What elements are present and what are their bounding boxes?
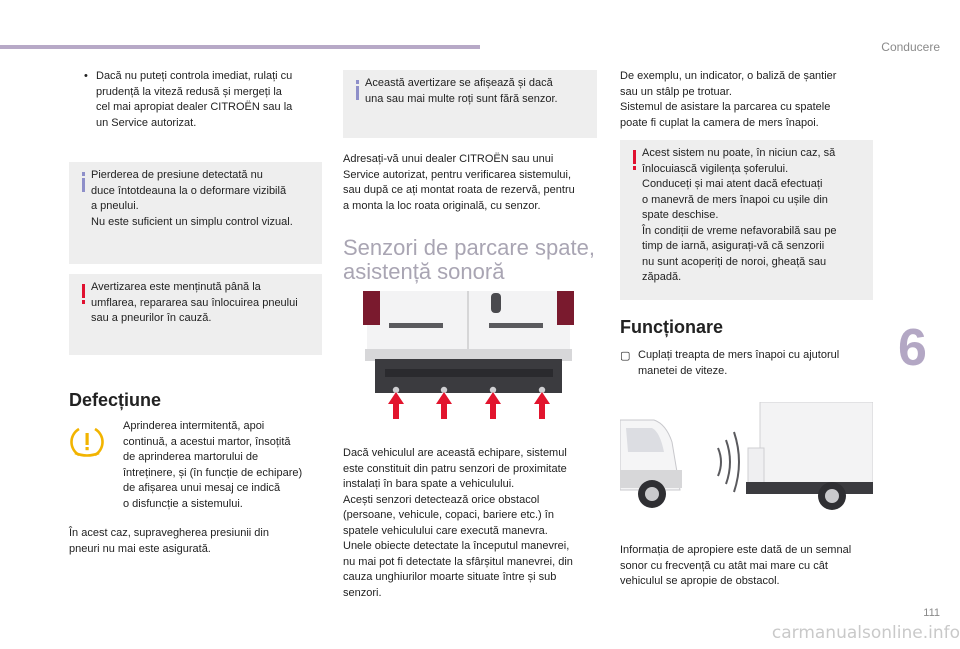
reverse-approach-illustration xyxy=(620,402,873,523)
warning-box-vigilance: Acest sistem nu poate, în niciun caz, să… xyxy=(620,140,873,300)
function-heading: Funcționare xyxy=(620,317,724,337)
bullet-dot: • xyxy=(84,70,88,82)
warning-box-text: Avertizarea este menținută până la umfla… xyxy=(91,281,298,324)
example-text: De exemplu, un indicator, o baliză de șa… xyxy=(620,70,837,129)
exclamation-icon xyxy=(633,150,636,170)
info-box-text: Pierderea de presiune detectată nu duce … xyxy=(91,169,293,228)
van-rear-sensors-illustration xyxy=(361,291,576,420)
warning-box-text: Acest sistem nu poate, în niciun caz, să… xyxy=(642,147,837,283)
info-box-text: Această avertizare se afișează și dacă u… xyxy=(365,77,558,105)
fault-text: Aprinderea intermitentă, apoi continuă, … xyxy=(123,420,303,510)
fault-heading: Defecțiune xyxy=(69,390,162,410)
bullet-item: • Dacă nu puteți controla imediat, rulaț… xyxy=(84,69,324,131)
dealer-text: Adresați-vă unui dealer CITROËN sau unui… xyxy=(343,153,575,212)
info-icon xyxy=(356,80,359,100)
step-arrow-icon: ▢ xyxy=(620,350,631,362)
info-box-sensor: Această avertizare se afișează și dacă u… xyxy=(343,70,597,138)
approach-signal-text: Informația de apropiere este dată de un … xyxy=(620,544,852,587)
exclamation-icon xyxy=(82,284,85,304)
info-icon xyxy=(82,172,85,192)
fault-closing-text: În acest caz, supravegherea presiunii di… xyxy=(69,527,269,555)
watermark: carmanualsonline.info xyxy=(771,623,960,643)
tyre-pressure-warning-icon xyxy=(70,427,104,457)
page-number: 111 xyxy=(923,607,940,619)
bullet-text: Dacă nu puteți controla imediat, rulați … xyxy=(96,70,293,129)
function-step-text: Cuplați treapta de mers înapoi cu ajutor… xyxy=(638,349,840,377)
chapter-number: 6 xyxy=(898,319,927,377)
parking-sensors-body: Dacă vehiculul are această echipare, sis… xyxy=(343,447,573,599)
info-box-pressure: Pierderea de presiune detectată nu duce … xyxy=(69,162,322,264)
top-accent-bar xyxy=(0,45,480,49)
warning-box-alert: Avertizarea este menținută până la umfla… xyxy=(69,274,322,355)
section-title: Conducere xyxy=(881,40,940,54)
parking-sensors-heading: Senzori de parcare spate, asistență sono… xyxy=(343,235,595,284)
